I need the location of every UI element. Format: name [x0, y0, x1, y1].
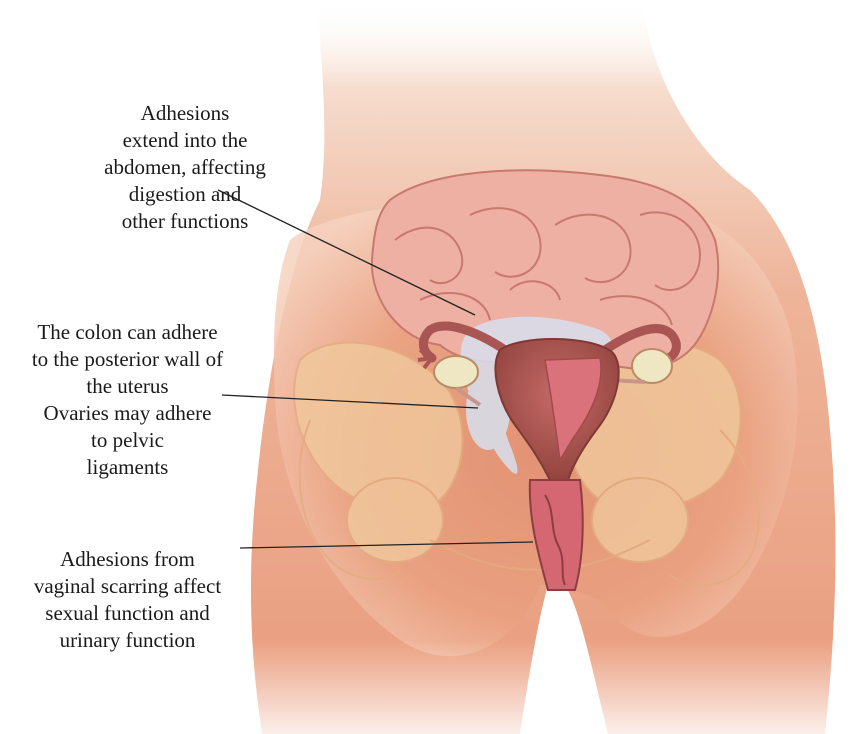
ovary-right [632, 349, 672, 383]
label-line: The colon can adhere [0, 319, 255, 346]
label-line: other functions [70, 208, 300, 235]
label-vaginal-scarring: Adhesions from vaginal scarring affect s… [0, 546, 255, 654]
label-ovaries-ligaments: Ovaries may adhere to pelvic ligaments [0, 400, 255, 481]
ovary-left [434, 356, 478, 388]
label-line: abdomen, affecting [70, 154, 300, 181]
label-line: digestion and [70, 181, 300, 208]
label-line: Adhesions from [0, 546, 255, 573]
label-line: Ovaries may adhere [0, 400, 255, 427]
label-line: sexual function and [0, 600, 255, 627]
label-colon-uterus: The colon can adhere to the posterior wa… [0, 319, 255, 400]
label-line: extend into the [70, 127, 300, 154]
label-line: the uterus [0, 373, 255, 400]
label-line: ligaments [0, 454, 255, 481]
label-line: vaginal scarring affect [0, 573, 255, 600]
label-line: to pelvic [0, 427, 255, 454]
label-abdomen-adhesions: Adhesions extend into the abdomen, affec… [70, 100, 300, 235]
label-line: urinary function [0, 627, 255, 654]
label-line: Adhesions [70, 100, 300, 127]
label-line: to the posterior wall of [0, 346, 255, 373]
